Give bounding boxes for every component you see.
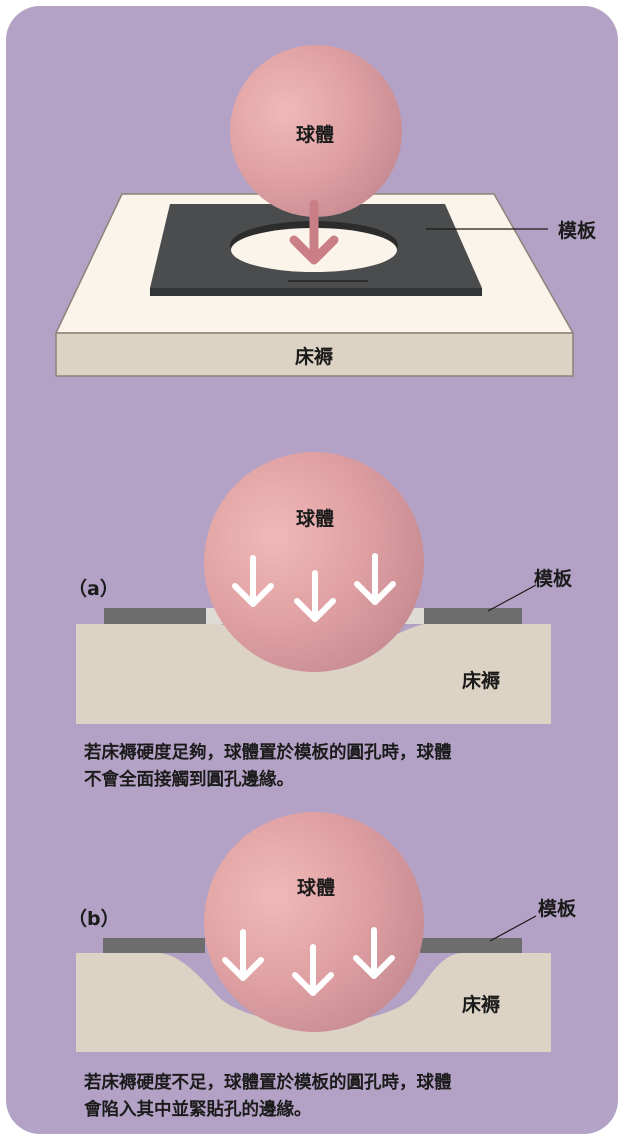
a-caption-line1: 若床褥硬度足夠，球體置於模板的圓孔時，球體: [84, 743, 452, 763]
top-template-label: 模板: [558, 220, 597, 242]
b-arrow-left: [222, 929, 264, 981]
b-caption-line1: 若床褥硬度不足，球體置於模板的圓孔時，球體: [84, 1073, 452, 1093]
b-caption: 若床褥硬度不足，球體置於模板的圓孔時，球體 會陷入其中並緊貼孔的邊緣。: [84, 1070, 564, 1124]
b-sphere-label: 球體: [296, 877, 336, 899]
a-template-leader: [487, 584, 537, 612]
a-sphere: [204, 452, 424, 672]
a-caption-line2: 不會全面接觸到圓孔邊緣。: [84, 770, 294, 790]
b-template: [103, 938, 522, 953]
a-sphere-label: 球體: [295, 508, 335, 530]
a-caption: 若床褥硬度足夠，球體置於模板的圓孔時，球體 不會全面接觸到圓孔邊緣。: [84, 740, 564, 794]
a-arrow-right: [354, 553, 396, 605]
a-mattress: [76, 624, 551, 724]
a-tag: （a）: [68, 578, 119, 600]
a-template-label: 模板: [534, 568, 573, 590]
b-sphere: [204, 812, 424, 1032]
a-mattress-label: 床褥: [462, 670, 501, 692]
b-tag: （b）: [68, 908, 120, 930]
b-template-label: 模板: [538, 898, 577, 920]
a-down-arrows: [232, 553, 396, 622]
top-arrow: [289, 199, 339, 265]
top-sphere: [230, 45, 402, 217]
b-arrow-right: [353, 927, 395, 979]
b-caption-line2: 會陷入其中並緊貼孔的邊緣。: [84, 1100, 312, 1120]
a-arrow-middle: [294, 570, 336, 622]
b-template-leader: [489, 915, 537, 942]
top-mattress-label: 床褥: [294, 346, 334, 368]
b-mattress-label: 床褥: [462, 994, 501, 1016]
b-down-arrows: [222, 927, 395, 996]
top-sphere-label: 球體: [295, 124, 335, 146]
a-arrow-left: [232, 555, 274, 607]
b-mattress: [76, 953, 551, 1052]
b-arrow-middle: [292, 944, 334, 996]
